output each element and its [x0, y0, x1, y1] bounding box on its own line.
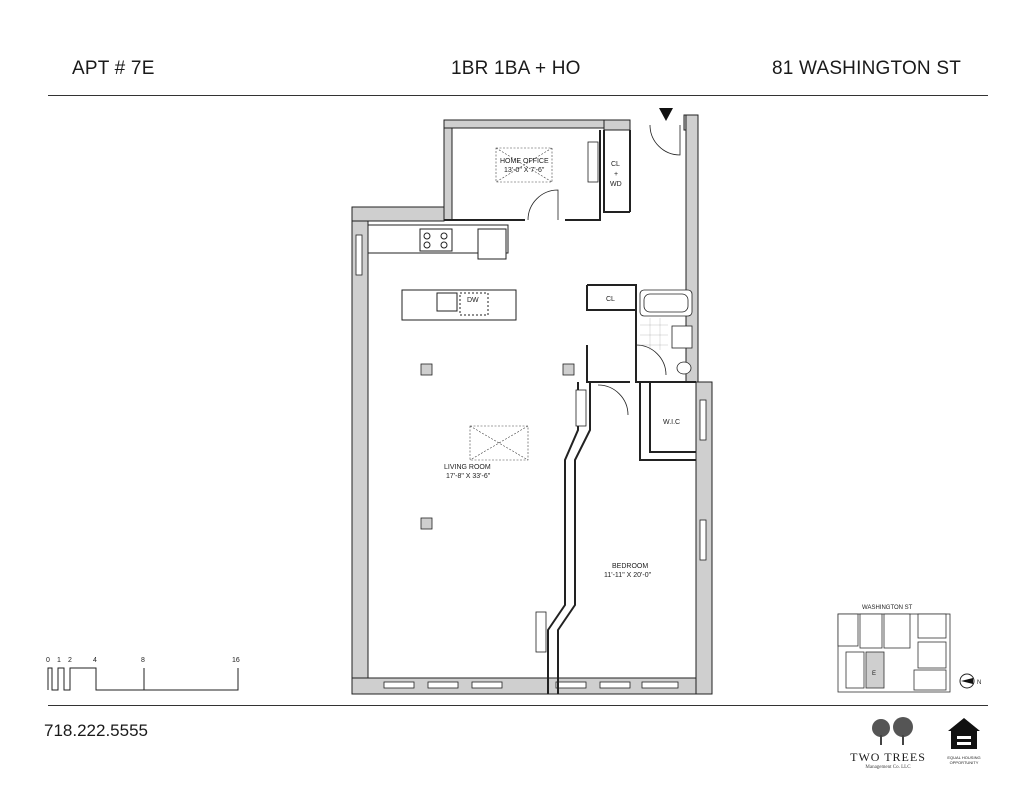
brand-subtitle: Management Co. LLC: [865, 765, 911, 770]
scale-bar: 0 1 2 4 8 16: [46, 657, 240, 691]
bedroom-dims: 11'-11" X 20'-0": [604, 572, 652, 579]
home-office-dims: 13'-0" X 7'-6": [504, 167, 545, 174]
bath-door: [635, 344, 667, 376]
key-plan: WASHINGTON ST E N: [837, 605, 981, 693]
bedroom-door: [597, 384, 629, 416]
closet-wd-cl: CL: [611, 161, 620, 168]
header-rule: [48, 95, 988, 96]
footer-rule: [48, 705, 988, 706]
windows: [355, 234, 707, 689]
bedroom-name: BEDROOM: [612, 563, 648, 570]
two-trees-logo-icon: [872, 717, 913, 745]
key-plan-unit-marker: E: [872, 671, 876, 677]
living-room-dims: 17'-8" X 33'-6": [446, 473, 491, 480]
columns: [420, 363, 575, 530]
refrigerator: [477, 228, 507, 260]
scale-tick-2: 2: [68, 657, 72, 664]
scale-tick-8: 8: [141, 657, 145, 664]
wic-label: W.I.C: [663, 419, 680, 426]
scale-tick-16: 16: [232, 657, 240, 664]
building-address: 81 WASHINGTON ST: [772, 58, 962, 79]
contact-phone: 718.222.5555: [44, 721, 148, 740]
bath-tile: [640, 318, 668, 350]
kitchen-island: [401, 289, 517, 321]
scale-tick-0: 0: [46, 657, 50, 664]
interior-walls: [444, 130, 696, 694]
entry-arrow-icon: [659, 108, 673, 121]
scale-tick-1: 1: [57, 657, 61, 664]
apartment-number: APT # 7E: [72, 58, 155, 79]
closet-wd-plus: +: [614, 171, 618, 178]
exterior-walls: [351, 114, 713, 695]
living-room-name: LIVING ROOM: [444, 464, 491, 471]
dishwasher-label: DW: [467, 297, 479, 304]
equal-housing-text: EQUAL HOUSING OPPORTUNITY: [947, 755, 981, 765]
sink: [436, 292, 458, 312]
closet-wd-wd: WD: [610, 181, 622, 188]
unit-type: 1BR 1BA + HO: [451, 58, 581, 79]
toilet: [676, 361, 692, 375]
entry-door: [649, 124, 681, 156]
vanity: [671, 325, 693, 349]
bath-closet-label: CL: [606, 296, 615, 303]
north-label: N: [977, 680, 981, 686]
key-plan-street: WASHINGTON ST: [862, 605, 913, 611]
dishwasher: [459, 292, 489, 316]
key-plan-unit-highlight: [865, 651, 885, 689]
scale-tick-4: 4: [93, 657, 97, 664]
brand-name: TWO TREES: [850, 750, 926, 764]
kitchen: [367, 224, 517, 321]
doors: [527, 124, 681, 416]
office-door: [527, 189, 559, 221]
bathroom: [639, 289, 693, 375]
closet-fixtures: [535, 141, 599, 653]
equal-housing-logo-icon: [948, 718, 980, 749]
label-boxes: [469, 147, 553, 461]
home-office-name: HOME OFFICE: [500, 158, 549, 165]
